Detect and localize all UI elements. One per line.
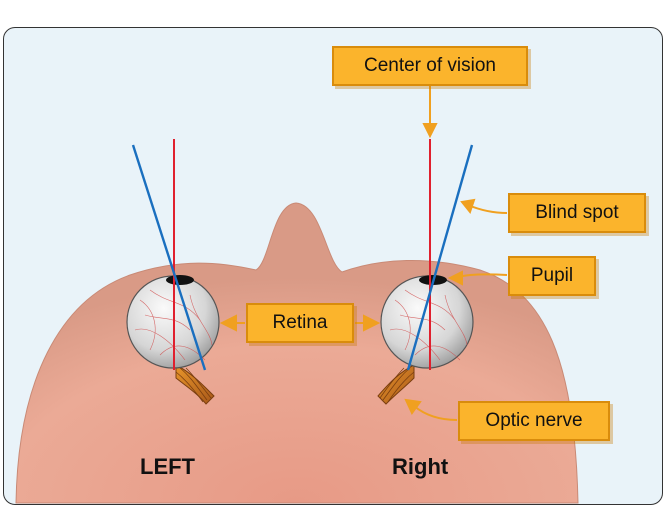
blind-spot-callout: Blind spot	[508, 193, 646, 233]
right-eye	[380, 275, 474, 369]
blind-spot-line-right	[406, 144, 474, 371]
blind-spot-line-left	[131, 144, 207, 371]
optic-nerve-callout: Optic nerve	[458, 401, 610, 441]
arrow-optic-nerve	[413, 405, 458, 421]
center-of-vision-callout: Center of vision	[332, 46, 528, 86]
arrow-blind-spot	[467, 204, 508, 214]
head-shape	[15, 202, 579, 504]
pupil-callout: Pupil	[508, 256, 596, 296]
right-eye-label: Right	[392, 454, 449, 479]
left-eye-label: LEFT	[140, 454, 195, 479]
retina-callout: Retina	[246, 303, 354, 343]
